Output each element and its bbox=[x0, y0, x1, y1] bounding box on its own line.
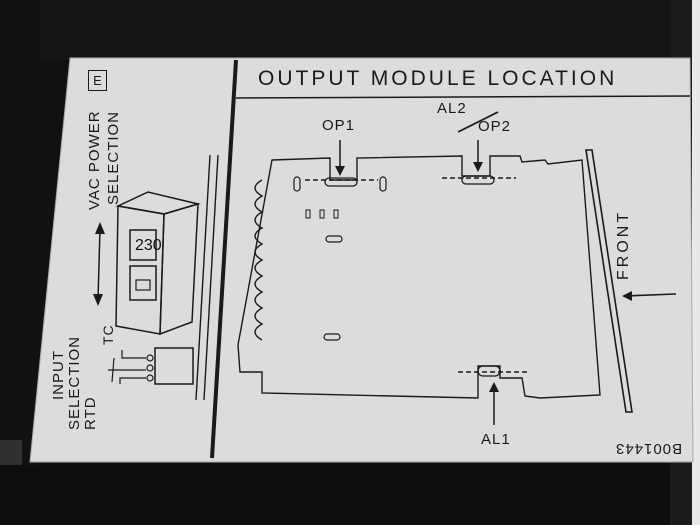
bezel-bottom bbox=[0, 465, 700, 525]
serial-number: B001443 bbox=[615, 440, 683, 457]
op1-label: OP1 bbox=[322, 117, 356, 134]
front-arrow bbox=[623, 293, 677, 297]
bezel-right-strip bbox=[692, 0, 700, 525]
op2-label: OP2 bbox=[478, 118, 512, 135]
pcb-outline bbox=[237, 155, 601, 399]
label-sticker bbox=[29, 57, 694, 463]
front-arrow-head bbox=[622, 291, 632, 301]
vac-power-label: VAC POWER bbox=[86, 110, 103, 210]
al1-label: AL1 bbox=[481, 431, 511, 448]
input-label: INPUT bbox=[50, 350, 67, 400]
front-label: FRONT bbox=[615, 209, 632, 280]
title-label: OUTPUT MODULE LOCATION bbox=[258, 67, 618, 90]
al2-label: AL2 bbox=[437, 100, 467, 117]
rtd-label: RTD bbox=[82, 396, 99, 430]
bezel-top bbox=[0, 0, 700, 60]
e-mark-box: E bbox=[88, 70, 107, 91]
vac-selection-label: SELECTION bbox=[105, 110, 122, 205]
pcb-bumps bbox=[254, 179, 264, 341]
divider-line bbox=[210, 59, 238, 459]
front-plate bbox=[585, 149, 633, 413]
title-underline bbox=[235, 95, 691, 99]
input-selection-label: SELECTION bbox=[66, 335, 83, 430]
switch-display: 230 bbox=[135, 237, 162, 254]
tc-label: TC bbox=[100, 324, 116, 345]
